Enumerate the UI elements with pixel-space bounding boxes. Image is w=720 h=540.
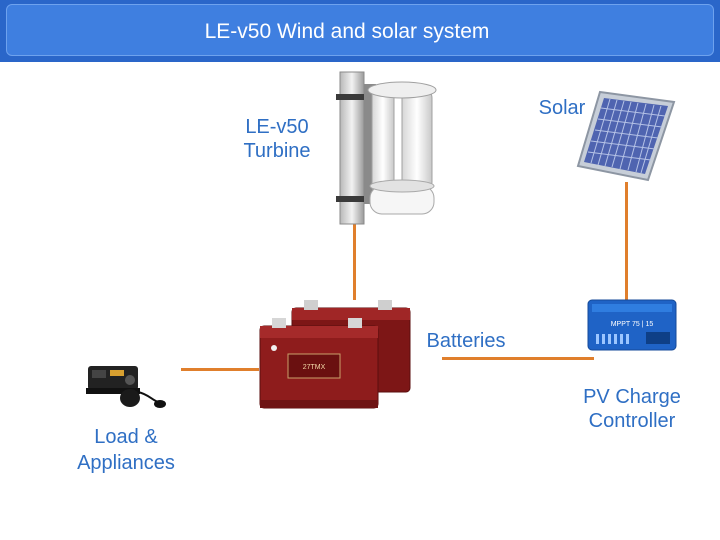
turbine-label: LE-v50 Turbine: [236, 115, 318, 163]
controller-label-line-1: PV Charge: [583, 386, 681, 408]
wire-solar-controller: [625, 182, 628, 302]
radio-appliance-image: [86, 366, 166, 408]
charge-controller-image: MPPT 75 | 15: [587, 299, 677, 351]
header-bar: [0, 0, 720, 62]
controller-label-line-2: Controller: [588, 410, 676, 432]
batteries-image: 27TMX: [259, 300, 411, 409]
solar-label: Solar: [538, 97, 586, 119]
load-label-line-2: Appliances: [77, 452, 175, 474]
turbine-label-line-1: LE-v50: [245, 116, 309, 138]
header-panel: [6, 4, 714, 56]
battery-model-label: 27TMX: [303, 364, 326, 371]
load-label: Load & Appliances: [66, 424, 186, 476]
solar-panel-image: [576, 90, 676, 182]
controller-label: PV Charge Controller: [570, 385, 694, 433]
wire-load-battery: [181, 368, 259, 371]
controller-model-label: MPPT 75 | 15: [611, 321, 654, 328]
turbine-label-line-2: Turbine: [243, 140, 311, 162]
page-title: LE-v50 Wind and solar system: [204, 20, 490, 43]
wind-turbine-image: [336, 71, 437, 225]
batteries-label: Batteries: [426, 330, 506, 352]
wire-turbine-battery: [353, 222, 356, 300]
load-label-line-1: Load &: [94, 426, 158, 448]
wire-battery-controller: [442, 357, 594, 360]
